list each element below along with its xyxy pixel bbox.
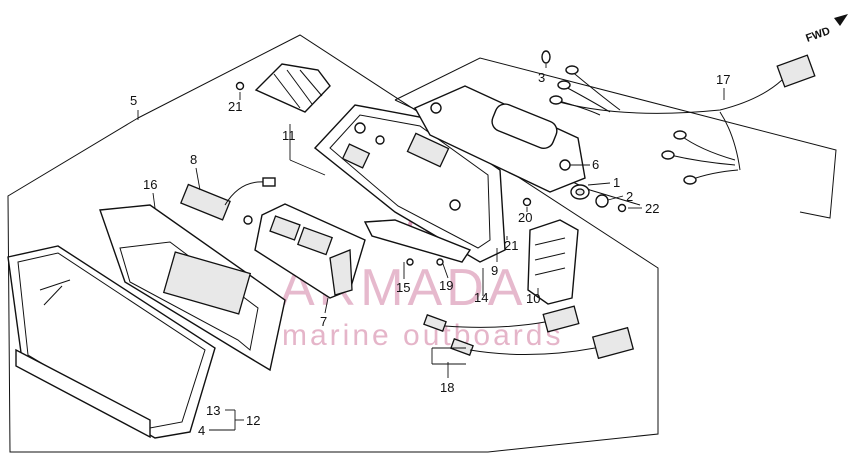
callout-6: 6 (592, 157, 599, 172)
forward-arrow: FWD (804, 14, 848, 45)
callout-labels: 5 16 8 21 11 3 17 6 1 2 22 20 21 9 10 14… (130, 70, 730, 438)
meter-unit (254, 203, 366, 299)
callout-21-top: 21 (228, 99, 242, 114)
callout-18: 18 (440, 380, 454, 395)
socket-harness (180, 177, 276, 225)
callout-20: 20 (518, 210, 532, 225)
sub-wire-harness (423, 305, 635, 360)
callout-5: 5 (130, 93, 137, 108)
callout-19: 19 (439, 278, 453, 293)
screw-21-top (235, 81, 245, 91)
bulb (541, 50, 551, 64)
callout-2: 2 (626, 189, 633, 204)
callout-17: 17 (716, 72, 730, 87)
main-wire-harness (549, 54, 816, 185)
callout-3: 3 (538, 70, 545, 85)
watermark-tagline: marine outboards (282, 319, 563, 352)
nut (595, 194, 609, 208)
grommet (570, 184, 590, 200)
leader-lines (137, 64, 725, 431)
screw-22 (617, 203, 627, 213)
callout-16: 16 (143, 177, 157, 192)
instrument-visor (99, 204, 286, 372)
lens-frame (7, 245, 216, 439)
callout-21-side: 21 (504, 238, 518, 253)
callout-13: 13 (206, 403, 220, 418)
callout-1: 1 (613, 175, 620, 190)
callout-22: 22 (645, 201, 659, 216)
callout-8: 8 (190, 152, 197, 167)
top-cover (254, 63, 331, 113)
callout-15: 15 (396, 280, 410, 295)
mounting-bracket (363, 219, 472, 266)
callout-14: 14 (474, 290, 488, 305)
callout-10: 10 (526, 291, 540, 306)
forward-label: FWD (804, 25, 832, 45)
callout-12: 12 (246, 413, 260, 428)
callout-7: 7 (320, 314, 327, 329)
callout-4: 4 (198, 423, 205, 438)
side-cover (527, 219, 579, 305)
screw-20 (522, 197, 532, 207)
callout-9: 9 (491, 263, 498, 278)
callout-11: 11 (282, 128, 296, 143)
